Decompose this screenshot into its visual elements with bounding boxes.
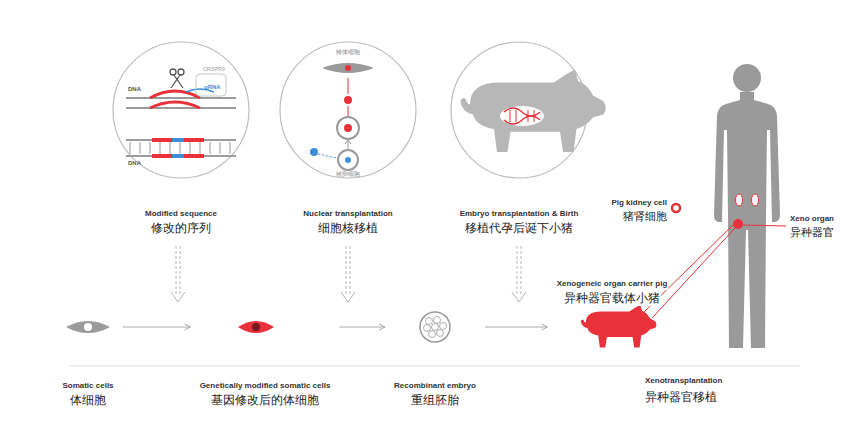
text-label: CRISPR9 (203, 66, 225, 72)
text-label: 猪体细胞 (336, 49, 360, 56)
flow-arrow (340, 327, 386, 328)
step-title-zh: 重组胚胎 (410, 392, 460, 408)
dashed-arrows (171, 246, 526, 302)
step-node: Modified sequence修改的序列 (111, 40, 251, 236)
kidney-cell (672, 204, 680, 212)
step-title-zh: 细胞核移植 (317, 220, 379, 236)
text-label: Pig kidney cell (611, 198, 667, 208)
step-title: Xenogeneic organ carrier pig (556, 278, 669, 290)
text-label: DNA (128, 160, 141, 167)
pregnant-pig (461, 69, 606, 152)
somatic-cell (66, 321, 110, 333)
step-node: Genetically modified somatic cells基因修改后的… (195, 300, 336, 408)
text-label: DNA (128, 86, 141, 93)
step-node: Embryo transplantation & Birth移植代孕后诞下小猪 (449, 40, 589, 236)
step-title: Nuclear transplantation (302, 208, 393, 220)
step-node: Nuclear transplantation细胞核移植 (278, 40, 418, 236)
step-title-zh: 体细胞 (69, 392, 107, 408)
text-label: 异种器官移植 (645, 390, 717, 404)
step-node: Somatic cells体细胞 (57, 300, 119, 408)
text-label: Xeno organ (790, 214, 834, 224)
text-label: 猪卵细胞 (336, 171, 360, 178)
step-title-zh: 移植代孕后诞下小猪 (464, 220, 574, 236)
text-label: 异种器官 (790, 226, 834, 239)
leader-lines (644, 224, 786, 318)
nuclear-transfer (310, 63, 374, 170)
step-title: Genetically modified somatic cells (199, 380, 332, 392)
step-title: Modified sequence (144, 208, 218, 220)
step-title-zh: 异种器官载体小猪 (563, 290, 661, 306)
step-title: Recombinant embryo (393, 380, 477, 392)
embryo (420, 312, 450, 342)
step-title: Somatic cells (61, 380, 114, 392)
dna-edit (126, 69, 236, 158)
step-title: Embryo transplantation & Birth (459, 208, 580, 220)
text-label: Xenotransplantation (645, 376, 722, 386)
flow-arrow (123, 327, 191, 328)
flow-arrow (485, 327, 548, 328)
text-label: gRNA (204, 84, 221, 91)
step-node: Xenogeneic organ carrier pig异种器官载体小猪 (552, 278, 673, 350)
step-title-zh: 修改的序列 (150, 220, 212, 236)
text-label: 猪肾细胞 (623, 210, 667, 223)
human-figure (714, 64, 780, 348)
modified-cell (238, 321, 274, 333)
step-title-zh: 基因修改后的体细胞 (210, 392, 320, 408)
step-node: Recombinant embryo重组胚胎 (389, 300, 481, 408)
